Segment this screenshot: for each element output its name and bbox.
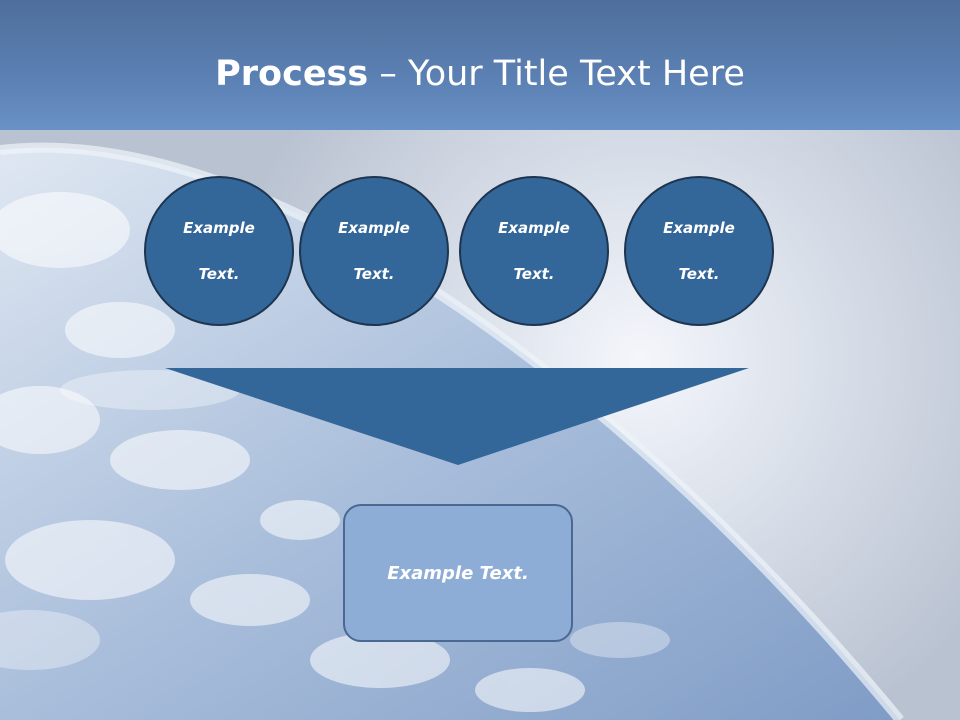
step-3-line-2: Text. bbox=[513, 264, 555, 283]
result-box: Example Text. bbox=[343, 504, 573, 642]
step-3-line-1: Example bbox=[498, 218, 570, 237]
step-4-line-1: Example bbox=[663, 218, 735, 237]
result-box-label: Example Text. bbox=[387, 562, 529, 584]
funnel-triangle-shape bbox=[165, 368, 749, 465]
step-1-line-2: Text. bbox=[198, 264, 240, 283]
step-1-line-1: Example bbox=[183, 218, 255, 237]
title-bold-text: Process bbox=[215, 54, 369, 94]
step-4-line-2: Text. bbox=[678, 264, 720, 283]
step-2-line-1: Example bbox=[338, 218, 410, 237]
funnel-arrow bbox=[165, 368, 749, 465]
title-rest-text: – Your Title Text Here bbox=[368, 54, 745, 94]
title-band bbox=[0, 0, 960, 130]
step-2-line-2: Text. bbox=[353, 264, 395, 283]
slide-title: Process – Your Title Text Here bbox=[0, 52, 960, 96]
